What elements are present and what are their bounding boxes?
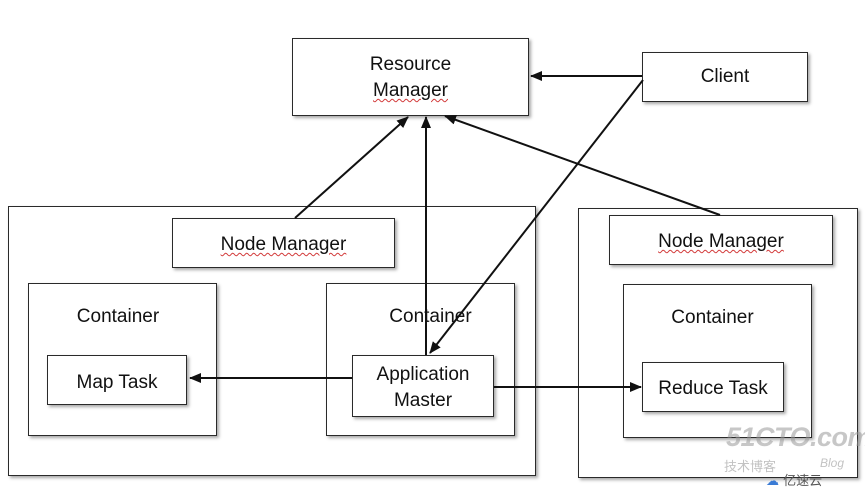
application-master-box (352, 355, 494, 417)
node-manager-right-label: Node Manager (609, 229, 833, 255)
watermark-logo: 51CTO.com (726, 422, 865, 452)
container-am-title: Container (389, 306, 472, 327)
watermark-badge: ☁ 亿速云 (766, 470, 822, 489)
resource-manager-label-line1: Resource (369, 54, 452, 75)
node-manager-left-box (172, 218, 395, 268)
watermark-subtitle: 技术博客 (724, 460, 777, 475)
client-box (642, 52, 808, 102)
reduce-task-label: Reduce Task (658, 378, 768, 399)
application-master-label-line2: Master (393, 390, 453, 411)
arrow-nm-left-to-rm (294, 116, 409, 219)
map-task-box (47, 355, 187, 405)
cloud-icon: ☁ (766, 474, 779, 489)
watermark-blog: Blog (820, 456, 845, 470)
node-manager-left-label: Node Manager (172, 232, 395, 258)
client-label: Client (700, 66, 750, 87)
application-master-label-line1: Application (376, 364, 470, 385)
map-task-label: Map Task (76, 372, 158, 393)
container-map-title: Container (76, 306, 160, 327)
reduce-task-box (642, 362, 784, 412)
arrow-nm-right-to-rm (444, 115, 721, 216)
node-manager-right-label-text: Node Manager (658, 231, 784, 252)
node-manager-left-label-text: Node Manager (220, 234, 347, 255)
resource-manager-label-line2-text: Manager (373, 80, 448, 101)
container-reduce-title: Container (671, 307, 754, 328)
watermark-badge-text: 亿速云 (783, 474, 823, 489)
container-reduce-box (623, 284, 812, 438)
resource-manager-label-line2: Manager (292, 78, 529, 104)
node-manager-right-box (609, 215, 833, 265)
